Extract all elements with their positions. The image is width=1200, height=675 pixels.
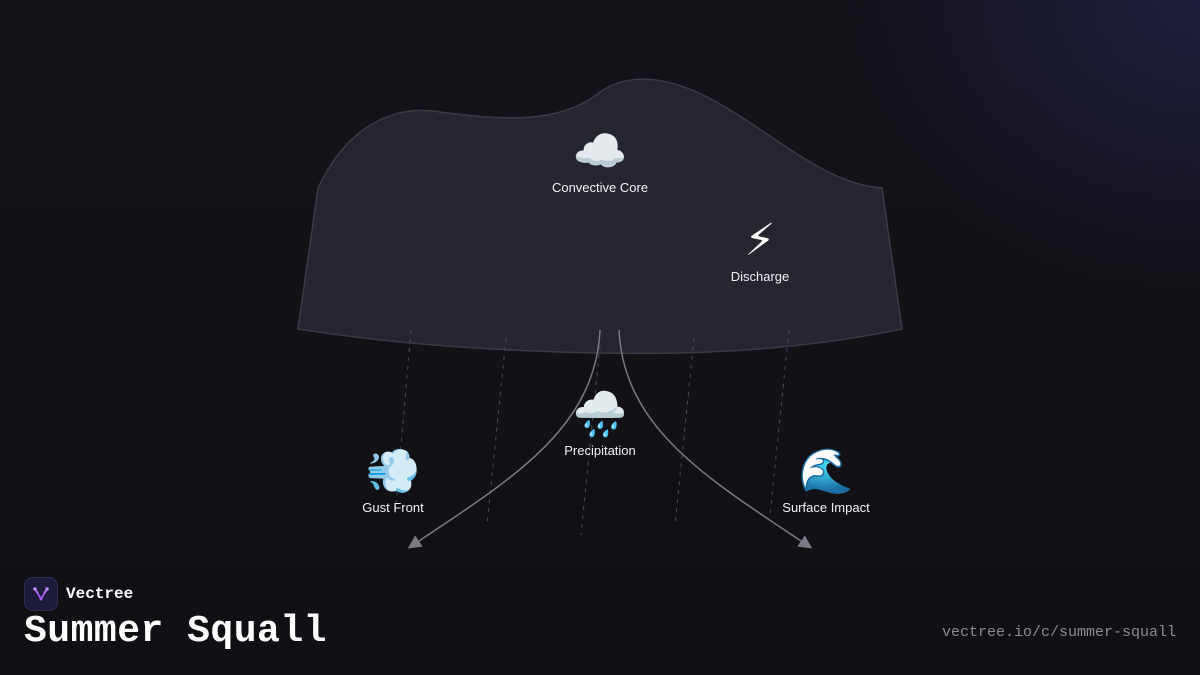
node-convective-core: ☁️ Convective Core [552, 126, 648, 195]
cloud-icon: ☁️ [572, 127, 628, 176]
lightning-icon: ⚡ [744, 216, 776, 265]
rain-streak [486, 337, 507, 526]
rain-cloud-icon: 🌧️ [572, 390, 628, 439]
wind-icon: 💨 [365, 447, 421, 496]
node-discharge: ⚡ Discharge [731, 215, 790, 284]
brand-name: Vectree [66, 585, 134, 603]
rain-streak [394, 329, 412, 516]
node-label: Precipitation [564, 443, 636, 458]
rain-streak [674, 337, 695, 526]
vectree-logo-icon [24, 577, 58, 611]
brand: Vectree [24, 577, 133, 611]
rain-streaks [394, 329, 790, 536]
node-precipitation: 🌧️ Precipitation [564, 389, 636, 458]
node-label: Surface Impact [782, 500, 870, 515]
node-label: Convective Core [551, 180, 649, 195]
page-title: Summer Squall [24, 610, 327, 653]
node-label: Discharge [730, 269, 790, 284]
node-gust-front: 💨 Gust Front [362, 446, 423, 515]
edge-precipitation-to-surface-impact [618, 329, 813, 549]
storm-cloud-shape [297, 78, 903, 355]
edge-precipitation-to-gust-front [407, 329, 601, 549]
node-surface-impact: 🌊 Surface Impact [782, 446, 869, 515]
rain-streak [769, 329, 790, 516]
wave-icon: 🌊 [798, 447, 854, 496]
page-url[interactable]: vectree.io/c/summer-squall [941, 624, 1176, 641]
node-label: Gust Front [362, 500, 424, 515]
